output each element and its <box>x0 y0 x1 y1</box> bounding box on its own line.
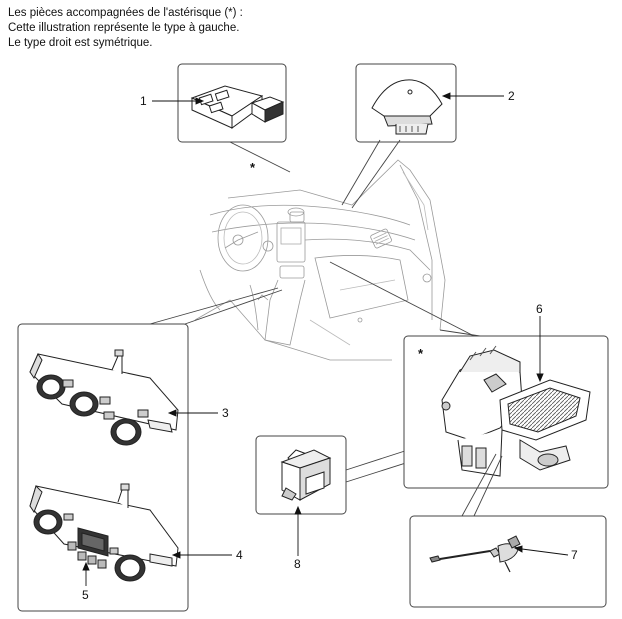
inset-box-part-2 <box>341 63 457 209</box>
inset-box-part-1 <box>177 63 291 173</box>
inset-box-parts-3-4-5 <box>17 287 283 612</box>
steering-wheel-icon <box>217 204 269 272</box>
asterisk-mark: * <box>418 346 424 361</box>
caption-line-2: Cette illustration représente le type à … <box>8 22 240 34</box>
caption: Les pièces accompagnées de l'astérisque … <box>8 6 368 51</box>
inset-box-part-8 <box>255 429 479 515</box>
climate-control-panel-manual <box>29 349 179 446</box>
callout-7: 7 <box>571 548 578 562</box>
callout-5: 5 <box>82 588 89 602</box>
vehicle-interior-illustration <box>194 159 446 361</box>
callout-leaders <box>82 92 569 586</box>
callout-4: 4 <box>236 548 243 562</box>
inset-box-part-7 <box>409 453 607 608</box>
callout-1: 1 <box>140 94 147 108</box>
caption-line-3: Le type droit est symétrique. <box>8 37 153 49</box>
callout-3: 3 <box>222 406 229 420</box>
hvac-unit-illustration <box>441 345 591 477</box>
callout-8: 8 <box>294 557 301 571</box>
caption-line-1: Les pièces accompagnées de l'astérisque … <box>8 7 243 19</box>
callout-6: 6 <box>536 302 543 316</box>
climate-control-panel-automatic <box>29 483 179 582</box>
asterisk-mark: * <box>250 160 256 175</box>
inset-box-part-6 <box>329 261 609 489</box>
callout-2: 2 <box>508 89 515 103</box>
